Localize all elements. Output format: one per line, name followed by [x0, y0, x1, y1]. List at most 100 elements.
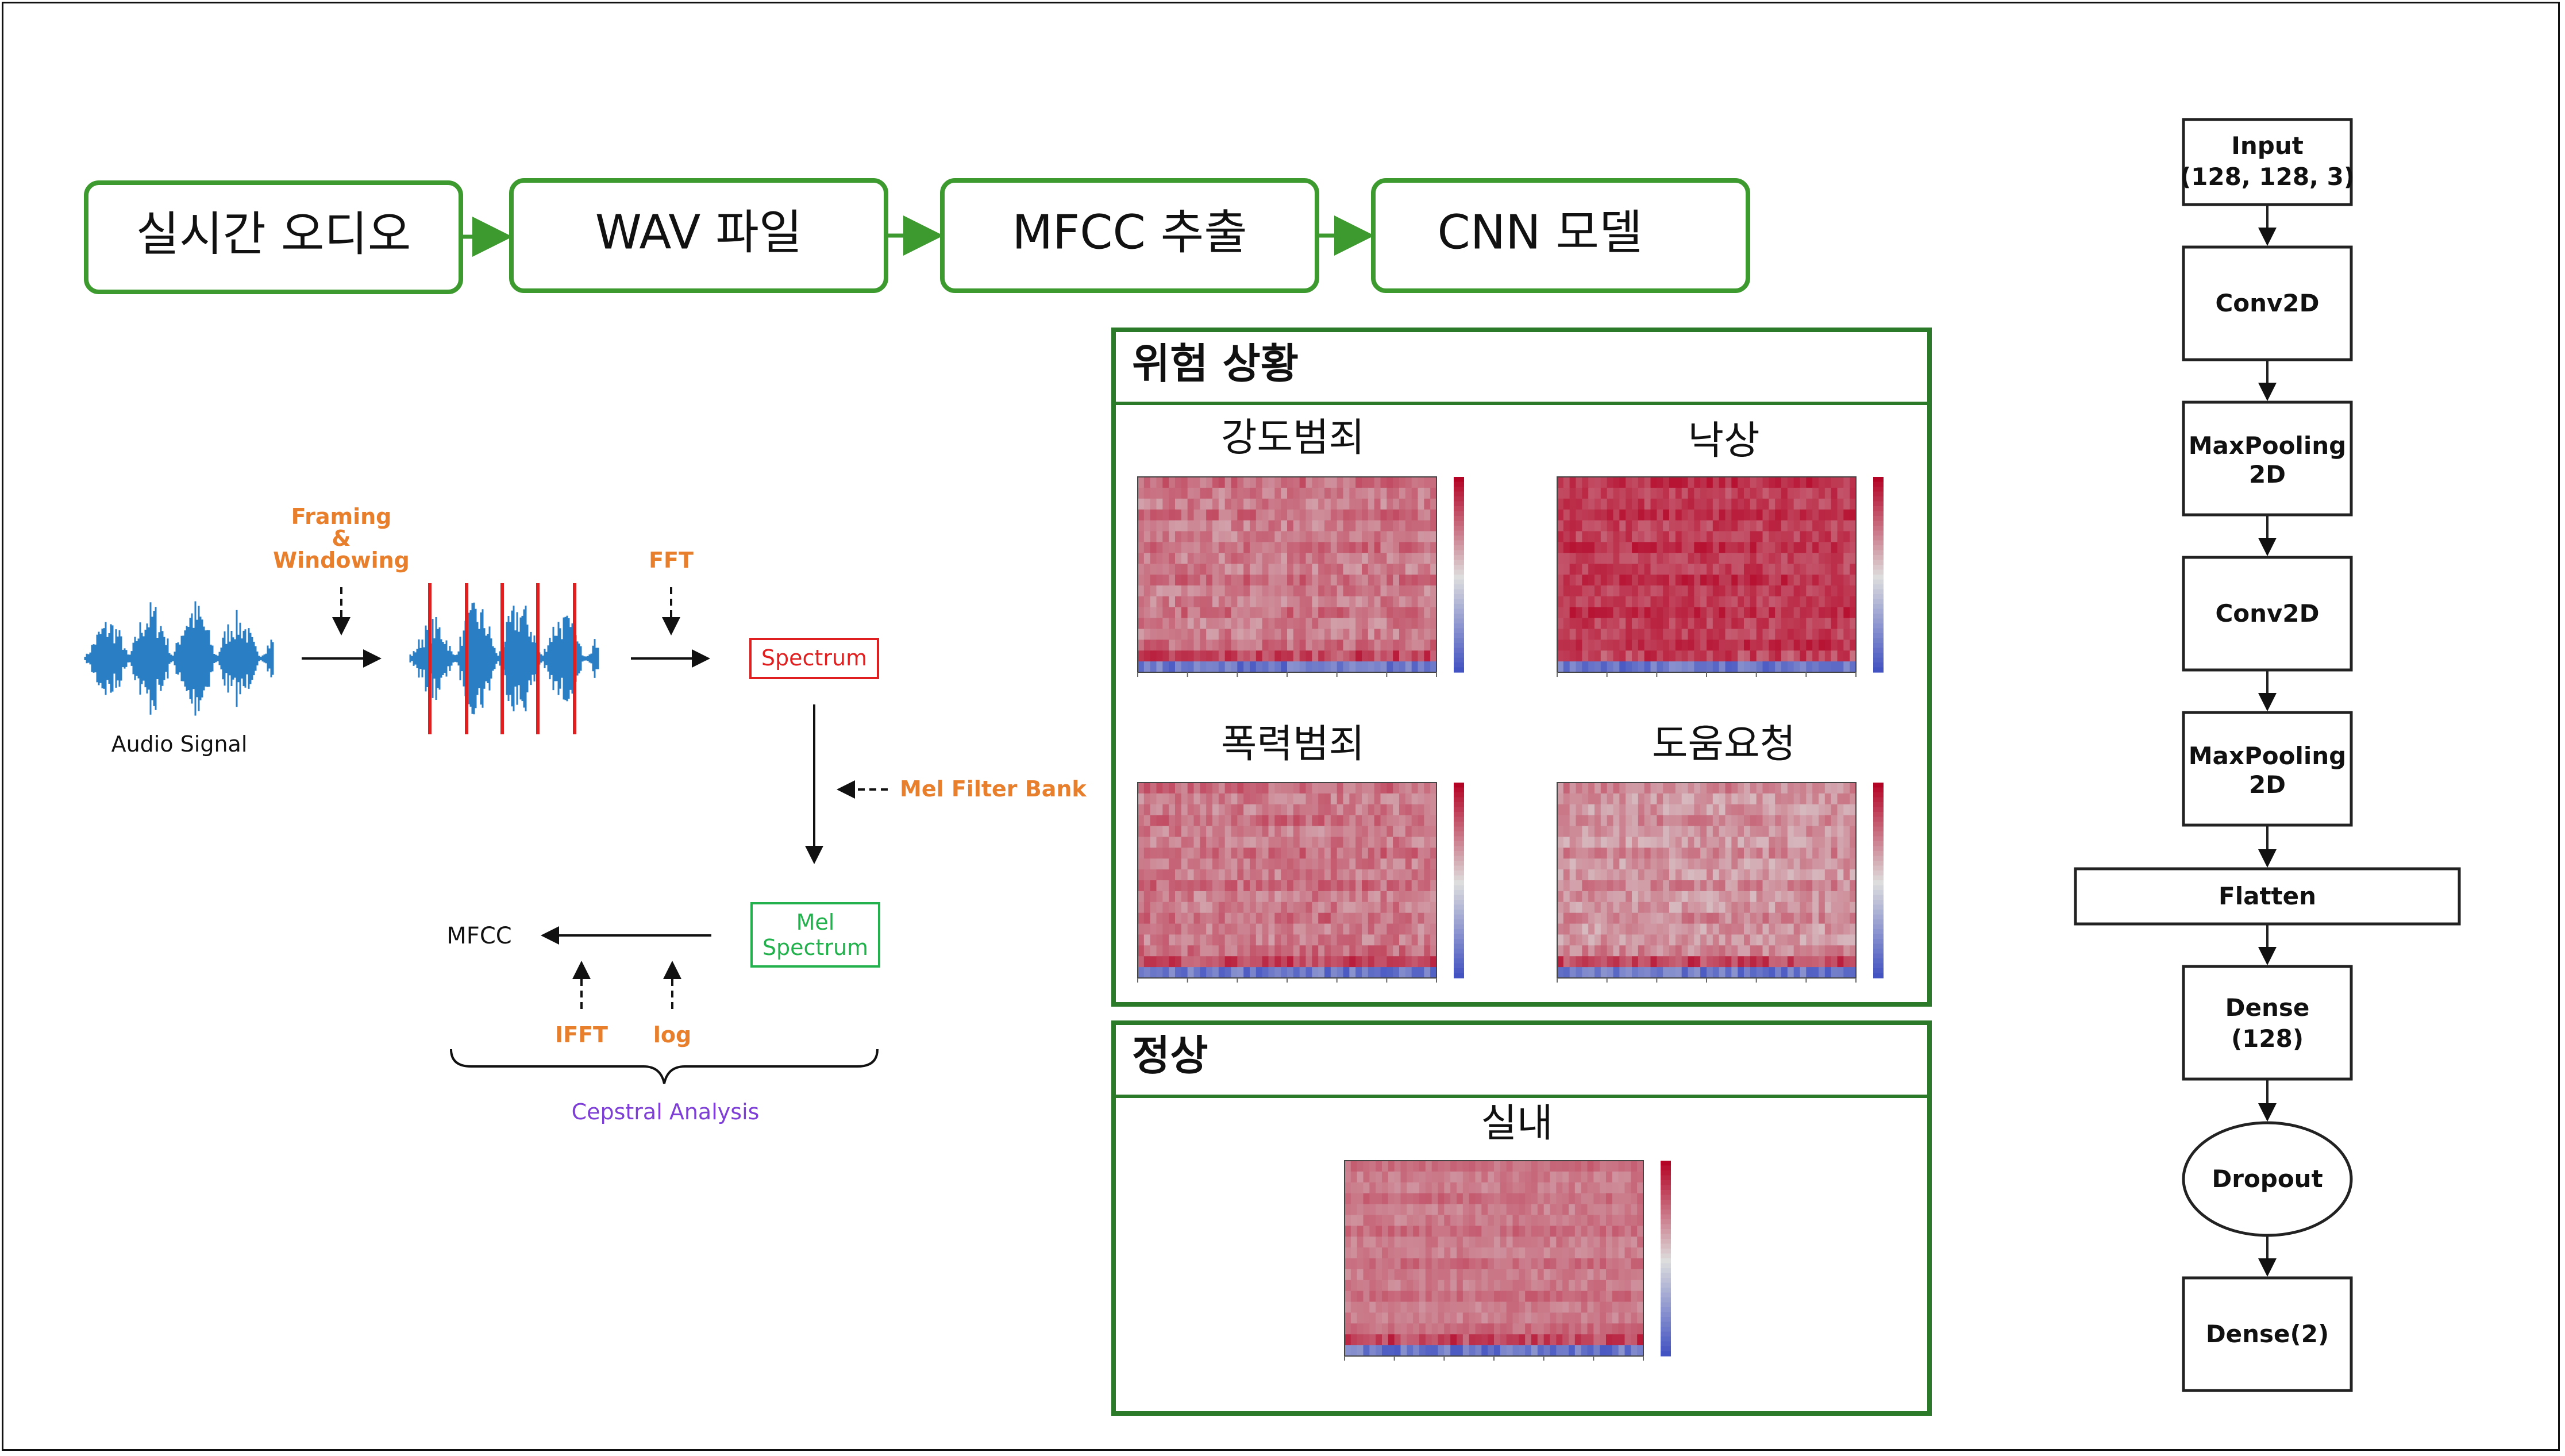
heatmap-cell: [1343, 869, 1350, 881]
colorbar-segment: [1454, 826, 1464, 832]
heatmap-help-request: [1557, 782, 1884, 983]
heatmap-cell: [1368, 553, 1375, 564]
heatmap-cell: [1675, 607, 1682, 619]
heatmap-cell: [1418, 509, 1424, 521]
heatmap-cell: [1557, 783, 1564, 794]
heatmap-cell: [1506, 1161, 1513, 1172]
heatmap-cell: [1355, 477, 1362, 488]
heatmap-cell: [1843, 531, 1850, 542]
heatmap-cell: [1200, 509, 1207, 521]
heatmap-cell: [1343, 912, 1350, 925]
heatmap-cell: [1324, 869, 1331, 881]
heatmap-cell: [1657, 596, 1663, 608]
heatmap-cell: [1206, 826, 1213, 838]
heatmap-cell: [1411, 629, 1419, 640]
heatmap-cell: [1719, 487, 1726, 499]
heatmap-cell: [1644, 880, 1651, 892]
heatmap-cell: [1299, 553, 1307, 564]
heatmap-cell: [1175, 661, 1182, 673]
heatmap-cell: [1607, 967, 1614, 979]
heatmap-cell: [1806, 923, 1813, 935]
heatmap-cell: [1187, 607, 1195, 619]
heatmap-cell: [1563, 891, 1570, 903]
heatmap-cell: [1187, 880, 1195, 892]
heatmap-cell: [1411, 650, 1419, 662]
heatmap-cell: [1613, 509, 1620, 521]
heatmap-cell: [1274, 902, 1281, 914]
heatmap-cell: [1644, 596, 1651, 608]
heatmap-cell: [1769, 487, 1776, 499]
heatmap-cell: [1725, 640, 1732, 651]
colorbar-segment: [1873, 895, 1884, 900]
heatmap-cell: [1606, 1269, 1613, 1281]
heatmap-cell: [1769, 923, 1776, 935]
heatmap-cell: [1725, 945, 1732, 957]
heatmap-cell: [1380, 967, 1387, 979]
heatmap-cell: [1650, 618, 1657, 630]
heatmap-cell: [1405, 520, 1412, 532]
heatmap-cell: [1355, 858, 1362, 870]
heatmap-cell: [1632, 837, 1639, 848]
heatmap-cell: [1425, 1312, 1432, 1324]
heatmap-cell: [1393, 618, 1400, 630]
heatmap-cell: [1756, 912, 1763, 925]
heatmap-cell: [1430, 596, 1437, 608]
heatmap-cell: [1557, 912, 1564, 925]
heatmap-cell: [1200, 498, 1207, 510]
heatmap-cell: [1150, 629, 1157, 640]
heatmap-cell: [1181, 783, 1188, 794]
heatmap-cell: [1576, 575, 1582, 586]
heatmap-cell: [1450, 1258, 1457, 1270]
heatmap-cell: [1569, 956, 1577, 968]
heatmap-cell: [1632, 956, 1639, 968]
heatmap-cell: [1138, 967, 1145, 979]
heatmap-cell: [1612, 1258, 1619, 1270]
heatmap-cell: [1293, 815, 1300, 827]
heatmap-cell: [1531, 1312, 1538, 1324]
heatmap-cell: [1393, 891, 1400, 903]
heatmap-cell: [1688, 564, 1694, 575]
heatmap-cell: [1138, 553, 1145, 564]
heatmap-cell: [1843, 661, 1850, 673]
heatmap-cell: [1688, 793, 1694, 805]
heatmap-cell: [1531, 1226, 1538, 1237]
heatmap-cell: [1181, 477, 1188, 488]
heatmap-cell: [1350, 1323, 1358, 1335]
heatmap-cell: [1712, 967, 1720, 979]
heatmap-cell: [1613, 585, 1620, 597]
heatmap-cell: [1837, 826, 1844, 838]
heatmap-cell: [1349, 498, 1356, 510]
heatmap-cell: [1143, 487, 1151, 499]
heatmap-cell: [1556, 1280, 1563, 1292]
heatmap-cell: [1369, 1323, 1376, 1335]
heatmap-cell: [1781, 477, 1788, 488]
heatmap-cell: [1374, 564, 1381, 575]
heatmap-cell: [1744, 869, 1751, 881]
heatmap-cell: [1619, 542, 1626, 553]
heatmap-cell: [1250, 912, 1257, 925]
heatmap-cell: [1569, 934, 1577, 946]
heatmap-cell: [1462, 1204, 1470, 1216]
heatmap-cell: [1806, 858, 1813, 870]
colorbar-segment: [1454, 501, 1464, 507]
mel-spectrum-box: [750, 902, 880, 968]
heatmap-cell: [1393, 934, 1400, 946]
heatmap-cell: [1738, 553, 1744, 564]
heatmap-cell: [1224, 804, 1232, 816]
heatmap-cell: [1212, 945, 1219, 957]
heatmap-cell: [1812, 934, 1819, 946]
heatmap-cell: [1200, 880, 1207, 892]
heatmap-cell: [1268, 967, 1275, 979]
heatmap-cell: [1362, 498, 1369, 510]
heatmap-cell: [1462, 1215, 1470, 1226]
heatmap-cell: [1175, 498, 1182, 510]
heatmap-cell: [1430, 650, 1437, 662]
heatmap-cell: [1624, 1247, 1631, 1259]
heatmap-cell: [1394, 1226, 1401, 1237]
heatmap-cell: [1576, 912, 1582, 925]
heatmap-cell: [1380, 956, 1387, 968]
heatmap-cell: [1669, 837, 1676, 848]
heatmap-cell: [1305, 912, 1312, 925]
heatmap-cell: [1374, 837, 1381, 848]
cnn-architecture: Input (128, 128, 3) Conv2D MaxPooling 2D…: [2074, 118, 2461, 1392]
